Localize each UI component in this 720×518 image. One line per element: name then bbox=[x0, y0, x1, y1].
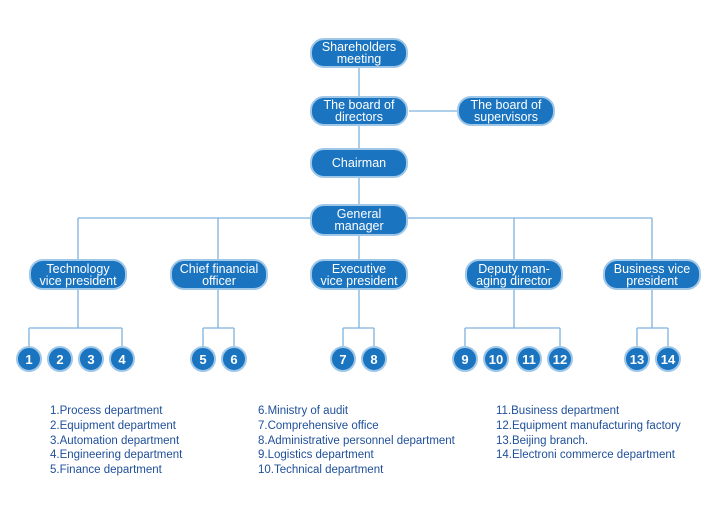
legend-item: 4.Engineering department bbox=[50, 449, 183, 462]
legend-item: 12.Equipment manufacturing factory bbox=[496, 419, 681, 432]
legend-column-3: 11.Business department 12.Equipment manu… bbox=[496, 404, 681, 463]
dept-circle-4: 4 bbox=[109, 346, 135, 372]
legend-item: 5.Finance department bbox=[50, 464, 162, 477]
legend-column-2: 6.Ministry of audit 7.Comprehensive offi… bbox=[258, 404, 455, 478]
legend-item: 2.Equipment department bbox=[50, 419, 176, 432]
dept-circle-3: 3 bbox=[78, 346, 104, 372]
dept-circle-11: 11 bbox=[516, 346, 542, 372]
legend-column-1: 1.Process department 2.Equipment departm… bbox=[50, 404, 182, 478]
dept-circle-8: 8 bbox=[361, 346, 387, 372]
dept-circle-9: 9 bbox=[452, 346, 478, 372]
cfo-node: Chief financial officer bbox=[170, 259, 268, 290]
legend-item: 3.Automation department bbox=[50, 434, 180, 447]
dept-circle-7: 7 bbox=[330, 346, 356, 372]
executive-vp-node: Executive vice president bbox=[310, 259, 408, 290]
dept-circle-13: 13 bbox=[624, 346, 650, 372]
legend-item: 14.Electroni commerce department bbox=[496, 449, 675, 462]
legend-item: 9.Logistics department bbox=[258, 449, 374, 462]
legend-item: 10.Technical department bbox=[258, 464, 384, 477]
legend-item: 6.Ministry of audit bbox=[258, 405, 349, 417]
shareholders-meeting-node: Shareholders meeting bbox=[310, 38, 408, 68]
board-of-supervisors-node: The board of supervisors bbox=[457, 96, 555, 126]
dept-circle-14: 14 bbox=[655, 346, 681, 372]
legend-item: 1.Process department bbox=[50, 405, 163, 417]
dept-circle-6: 6 bbox=[221, 346, 247, 372]
dept-circle-2: 2 bbox=[47, 346, 73, 372]
legend-item: 11.Business department bbox=[496, 405, 620, 417]
board-of-directors-node: The board of directors bbox=[310, 96, 408, 126]
legend-item: 8.Administrative personnel department bbox=[258, 434, 455, 447]
dept-circle-5: 5 bbox=[190, 346, 216, 372]
legend-item: 7.Comprehensive office bbox=[258, 419, 379, 432]
chairman-node: Chairman bbox=[310, 148, 408, 178]
business-vp-node: Business vice president bbox=[603, 259, 701, 290]
deputy-md-node: Deputy man- aging director bbox=[465, 259, 563, 290]
general-manager-node: General manager bbox=[310, 204, 408, 236]
dept-circle-10: 10 bbox=[483, 346, 509, 372]
technology-vp-node: Technology vice president bbox=[29, 259, 127, 290]
legend-item: 13.Beijing branch. bbox=[496, 434, 589, 447]
dept-circle-12: 12 bbox=[547, 346, 573, 372]
dept-circle-1: 1 bbox=[16, 346, 42, 372]
